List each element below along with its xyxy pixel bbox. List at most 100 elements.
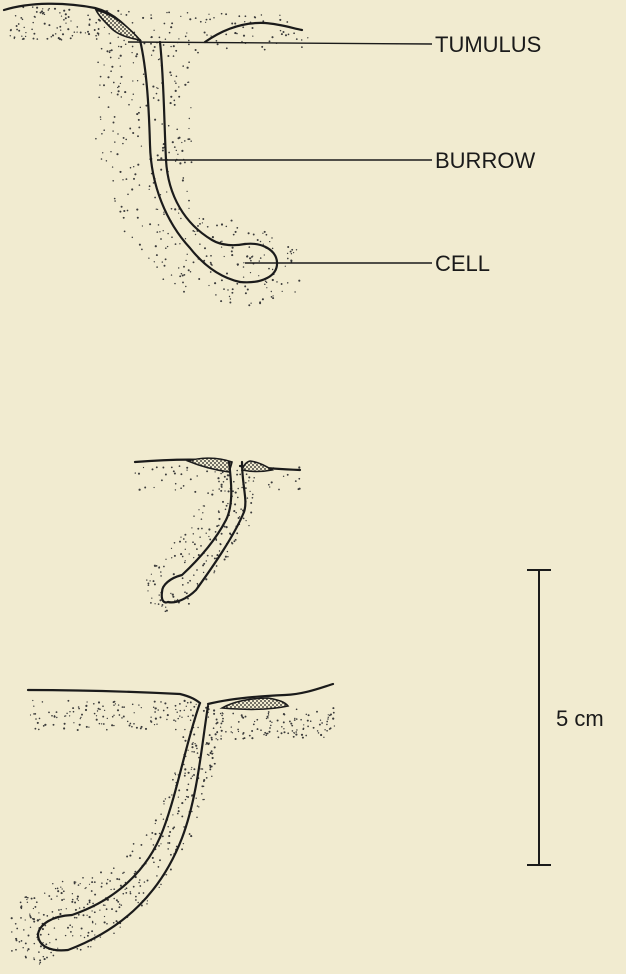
soil-dot — [14, 38, 15, 39]
soil-dot — [121, 206, 123, 208]
soil-dot — [25, 32, 26, 33]
soil-dot — [51, 36, 53, 38]
soil-dot — [213, 572, 214, 573]
soil-dot — [175, 90, 177, 92]
soil-dot — [188, 208, 189, 209]
soil-dot — [15, 949, 17, 951]
soil-dot — [236, 470, 238, 472]
soil-dot — [156, 724, 157, 725]
soil-dot — [248, 304, 250, 306]
soil-dot — [190, 835, 192, 837]
soil-dot — [112, 716, 114, 718]
soil-dot — [261, 46, 263, 48]
soil-dot — [190, 701, 192, 703]
soil-dot — [111, 724, 113, 726]
soil-dot — [72, 707, 74, 709]
soil-dot — [63, 10, 65, 12]
soil-dot — [111, 49, 113, 51]
soil-dot — [189, 18, 191, 20]
soil-dot — [33, 38, 35, 40]
soil-dot — [206, 34, 208, 36]
soil-dot — [190, 107, 191, 108]
soil-dot — [296, 249, 297, 250]
soil-dot — [250, 511, 252, 513]
soil-dot — [226, 226, 228, 228]
soil-dot — [112, 180, 114, 182]
soil-dot — [175, 483, 177, 485]
small-tumulus-right — [242, 461, 272, 472]
soil-dot — [206, 470, 208, 472]
soil-dot — [89, 884, 90, 885]
soil-dot — [150, 14, 152, 16]
soil-dot — [139, 244, 141, 246]
soil-dot — [48, 9, 50, 11]
soil-dot — [76, 917, 78, 919]
soil-dot — [185, 36, 187, 38]
soil-dot — [190, 720, 191, 721]
soil-dot — [132, 237, 133, 238]
soil-dot — [42, 928, 44, 930]
soil-dot — [232, 732, 233, 733]
soil-dot — [66, 713, 67, 714]
soil-dot — [144, 487, 146, 489]
soil-dot — [324, 729, 325, 730]
soil-dot — [217, 739, 218, 740]
soil-dot — [135, 472, 136, 473]
soil-dot — [85, 709, 87, 711]
soil-dot — [199, 218, 200, 219]
soil-dot — [97, 710, 98, 711]
soil-dot — [121, 96, 122, 97]
soil-dot — [231, 220, 233, 222]
soil-dot — [65, 17, 67, 19]
soil-dot — [194, 491, 196, 493]
soil-dot — [81, 714, 83, 716]
soil-dot — [124, 889, 125, 890]
soil-dot — [179, 710, 181, 712]
soil-dot — [21, 940, 23, 942]
soil-dot — [251, 737, 253, 739]
soil-dot — [94, 894, 96, 896]
soil-dot — [296, 729, 297, 730]
soil-dot — [235, 32, 237, 34]
soil-dot — [48, 712, 50, 714]
soil-dot — [77, 729, 79, 731]
soil-dot — [57, 948, 58, 949]
soil-dot — [113, 82, 115, 84]
soil-dot — [197, 805, 198, 806]
soil-dot — [152, 86, 154, 88]
soil-dot — [193, 768, 195, 770]
soil-dot — [184, 591, 186, 593]
soil-dot — [163, 710, 165, 712]
soil-dot — [305, 735, 307, 737]
soil-dot — [179, 162, 181, 164]
soil-dot — [208, 742, 210, 744]
soil-dot — [193, 733, 195, 735]
soil-dot — [15, 15, 17, 16]
soil-dot — [113, 122, 115, 124]
soil-dot — [197, 528, 199, 530]
soil-dot — [195, 49, 197, 51]
soil-dot — [191, 161, 193, 163]
soil-dot — [238, 517, 240, 519]
soil-dot — [200, 768, 202, 770]
soil-dot — [114, 141, 115, 142]
soil-dot — [94, 934, 95, 935]
soil-dot — [57, 890, 59, 892]
soil-dot — [278, 736, 280, 738]
soil-dot — [37, 919, 39, 921]
soil-dot — [174, 81, 175, 82]
soil-dot — [168, 152, 170, 154]
soil-dot — [175, 729, 177, 731]
soil-dot — [102, 716, 104, 718]
soil-dot — [72, 893, 73, 894]
soil-dot — [170, 26, 172, 28]
soil-dot — [34, 943, 35, 944]
soil-dot — [10, 35, 11, 36]
soil-dot — [118, 85, 120, 87]
soil-dot — [196, 704, 197, 705]
soil-dot — [206, 560, 207, 561]
burrow-wall-inner — [160, 42, 245, 245]
soil-dot — [45, 943, 47, 945]
soil-dot — [121, 904, 123, 906]
soil-dot — [163, 566, 165, 568]
